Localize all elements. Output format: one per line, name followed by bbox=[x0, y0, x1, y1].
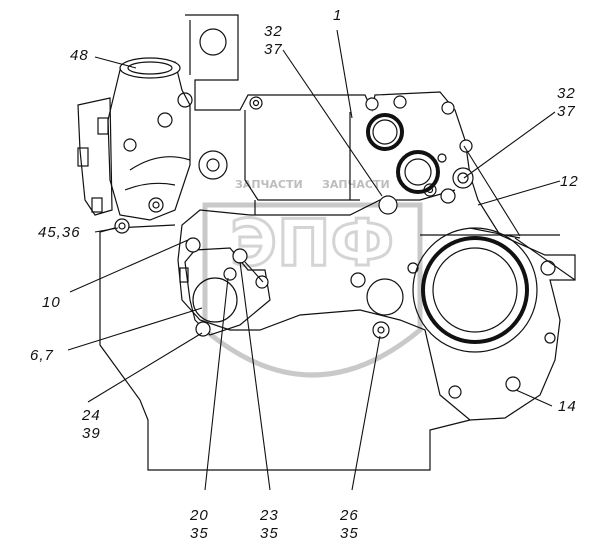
watermark-text-left: ЗАПЧАСТИ bbox=[235, 178, 303, 191]
seal-rings bbox=[366, 113, 440, 194]
callout-12: 12 bbox=[560, 173, 579, 190]
callout-1: 1 bbox=[333, 7, 342, 24]
callout-35-a: 35 bbox=[190, 525, 209, 542]
callout-32-top: 32 bbox=[264, 23, 283, 40]
callout-39: 39 bbox=[82, 425, 101, 442]
callout-20: 20 bbox=[189, 507, 209, 524]
callout-48: 48 bbox=[70, 47, 89, 64]
leader-lines bbox=[67, 29, 576, 491]
callout-labels: 1 32 37 48 32 37 12 45,36 10 6,7 24 39 1… bbox=[30, 7, 579, 542]
callout-26: 26 bbox=[339, 507, 359, 524]
callout-45-36: 45,36 bbox=[38, 224, 81, 241]
callout-6-7: 6,7 bbox=[30, 347, 54, 364]
callout-35-b: 35 bbox=[260, 525, 279, 542]
callout-32-right: 32 bbox=[557, 85, 576, 102]
callout-35-c: 35 bbox=[340, 525, 359, 542]
watermark-text-mid: ЗАПЧАСТИ bbox=[322, 178, 390, 191]
callout-14: 14 bbox=[558, 398, 577, 415]
bolt-bosses bbox=[198, 95, 556, 399]
callout-24: 24 bbox=[81, 407, 101, 424]
callout-10: 10 bbox=[42, 294, 61, 311]
callout-37-right: 37 bbox=[557, 103, 576, 120]
callout-23: 23 bbox=[259, 507, 279, 524]
callout-37-top: 37 bbox=[264, 41, 283, 58]
thermostat-housing bbox=[77, 57, 193, 221]
crankshaft-bore bbox=[412, 227, 560, 353]
oil-pump-housing bbox=[114, 218, 271, 337]
front-cover-housing bbox=[177, 14, 576, 421]
